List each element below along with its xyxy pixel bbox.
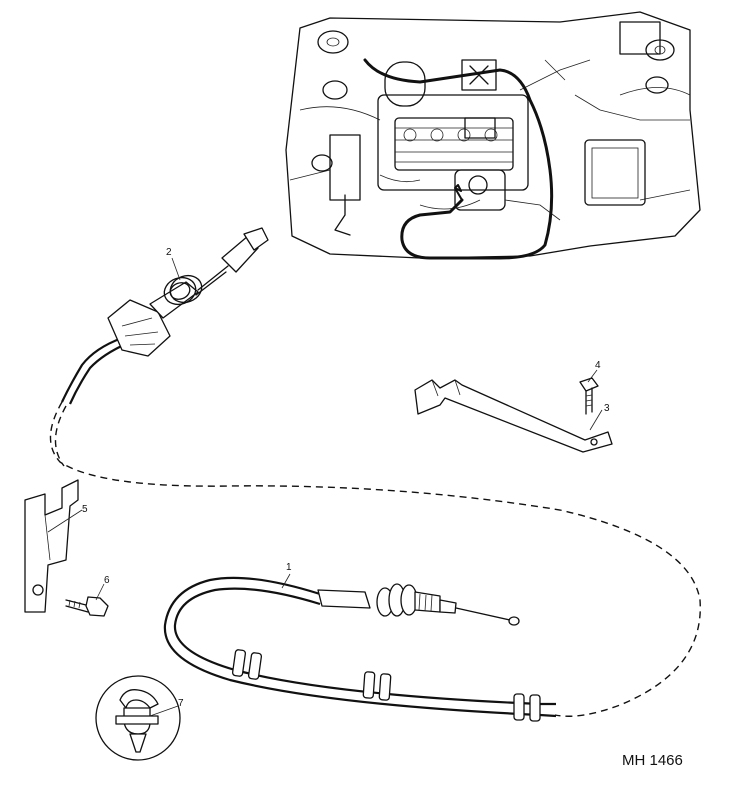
cable-route-dashed — [49, 401, 701, 717]
callout-6: 6 — [104, 575, 110, 586]
part-5-bracket — [24, 479, 79, 613]
part-3-mounting-bracket — [414, 379, 613, 453]
bulkhead-fitting — [107, 227, 269, 357]
callout-5: 5 — [82, 504, 88, 515]
callout-1: 1 — [286, 562, 292, 573]
callout-leaders — [47, 257, 603, 717]
drawing-code: MH 1466 — [622, 752, 683, 769]
engine-bay-illustration — [285, 11, 701, 260]
part-1-throttle-cable — [163, 576, 557, 722]
part-6-bolt — [65, 596, 109, 617]
cable-upper-section — [61, 336, 123, 403]
part-7-clip-detail — [95, 675, 181, 761]
callout-2: 2 — [166, 247, 172, 258]
part-2-grommet-ring — [163, 274, 203, 306]
callout-3: 3 — [604, 403, 610, 414]
callout-7: 7 — [178, 698, 184, 709]
part-4-bolt — [579, 377, 599, 415]
callout-4: 4 — [595, 360, 601, 371]
